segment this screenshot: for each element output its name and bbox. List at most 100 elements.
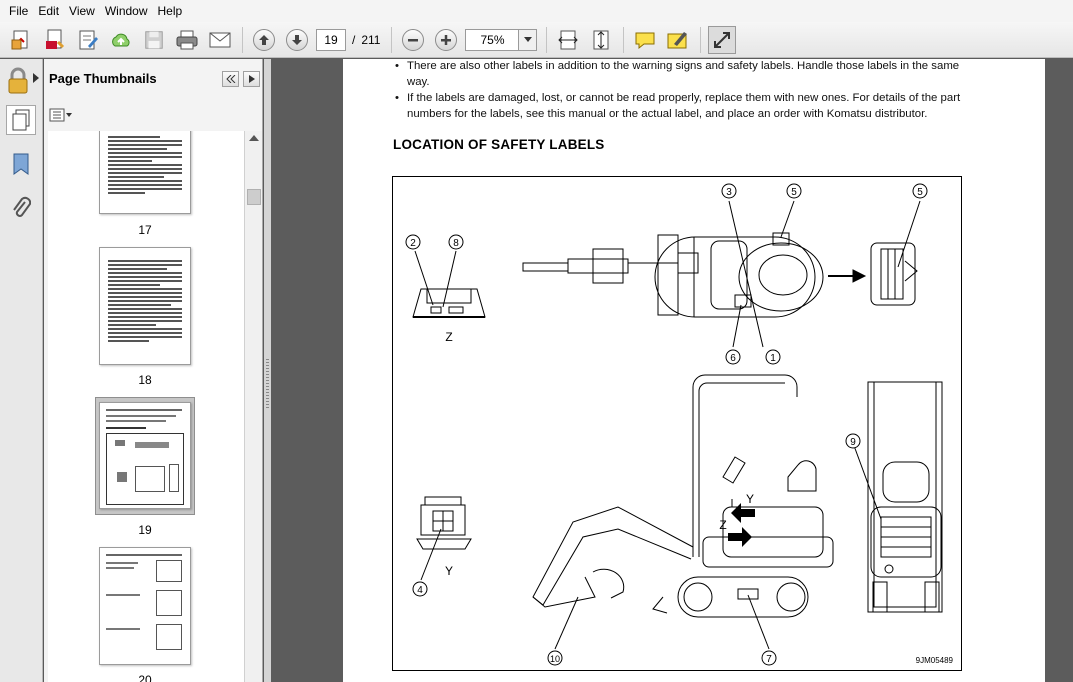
email-button[interactable] (206, 26, 234, 54)
excavator-drawing: 3 5 5 2 8 6 1 4 9 10 7 Z Y Y Z (405, 183, 943, 666)
bullet-line: There are also other labels in addition … (407, 60, 960, 72)
menu-window[interactable]: Window (104, 4, 148, 18)
thumbnail-label: 19 (138, 523, 152, 537)
menu-edit[interactable]: Edit (38, 4, 60, 18)
bookmark-icon (13, 153, 29, 175)
toolbar-separator (700, 26, 702, 53)
security-lock-icon[interactable] (6, 67, 30, 98)
minus-icon (408, 38, 419, 41)
form-edit-icon (79, 30, 98, 49)
callout-2: 2 (410, 238, 416, 249)
y-view-drawing (416, 496, 472, 550)
safety-labels-figure: 3 5 5 2 8 6 1 4 9 10 7 Z Y Y Z (392, 176, 962, 671)
thumbnail-label: 17 (138, 223, 152, 237)
side-view-drawing (532, 374, 834, 618)
panel-menu-button[interactable] (243, 71, 260, 87)
next-page-button[interactable] (283, 26, 311, 54)
bullet-dot: • (395, 92, 399, 104)
callout-6: 6 (730, 353, 736, 364)
zoom-in-button[interactable] (432, 26, 460, 54)
document-view[interactable]: • There are also other labels in additio… (271, 59, 1073, 682)
zoom-out-button[interactable] (399, 26, 427, 54)
print-button[interactable] (173, 26, 201, 54)
toolbar-separator (623, 26, 625, 53)
callout-9: 9 (850, 437, 856, 448)
form-button[interactable] (74, 26, 102, 54)
full-screen-button[interactable] (708, 25, 737, 54)
chevron-down-icon (523, 37, 532, 42)
edit-pdf-button[interactable] (41, 26, 69, 54)
toolbar-separator (546, 26, 548, 53)
bullet-line: way. (407, 76, 430, 88)
bookmarks-tab[interactable] (6, 149, 36, 179)
menu-view[interactable]: View (69, 4, 95, 18)
bullet-line: If the labels are damaged, lost, or cann… (407, 92, 961, 104)
zoom-dropdown-button[interactable] (518, 29, 537, 50)
thumbnail-page-selected[interactable] (99, 402, 191, 509)
view-label-y: Y (445, 564, 453, 578)
thumbnail-scrollbar[interactable] (244, 131, 262, 682)
create-pdf-icon (11, 30, 28, 49)
thumbnail-page[interactable] (99, 131, 191, 214)
collapse-panel-button[interactable] (222, 71, 239, 87)
previous-page-button[interactable] (250, 26, 278, 54)
callout-5: 5 (791, 187, 797, 198)
fit-width-button[interactable] (554, 26, 582, 54)
menu-help[interactable]: Help (157, 4, 183, 18)
save-icon (145, 30, 163, 49)
callout-7: 7 (766, 654, 772, 665)
arrow-label-y: Y (746, 492, 754, 506)
expand-icon (714, 31, 731, 48)
menu-file[interactable]: File (9, 4, 29, 18)
zoom-select[interactable]: 75% (465, 28, 538, 51)
panel-splitter[interactable] (264, 59, 271, 682)
options-list-icon (49, 108, 72, 122)
comment-icon (635, 32, 655, 49)
bullet-dot: • (395, 60, 399, 72)
figure-code: 9JM05489 (915, 656, 953, 665)
callout-4: 4 (417, 585, 423, 596)
page-thumbnails-tab[interactable] (6, 105, 36, 135)
thumbnail-options-bar (44, 103, 263, 131)
bullet-line: numbers for the labels, see this manual … (407, 108, 928, 120)
comment-button[interactable] (631, 26, 659, 54)
thumbnail-page[interactable] (99, 547, 191, 665)
thumbnail-page[interactable] (99, 247, 191, 365)
zoom-value: 75% (480, 32, 505, 47)
scroll-up-arrow-icon[interactable] (249, 135, 259, 141)
fit-page-button[interactable] (587, 26, 615, 54)
highlight-button[interactable] (664, 26, 692, 54)
toolbar-separator (242, 26, 243, 53)
scrollbar-thumb[interactable] (247, 189, 261, 205)
toolbar-separator (391, 26, 393, 53)
callout-8: 8 (453, 238, 459, 249)
thumbnail-options-button[interactable] (49, 108, 73, 125)
callout-5: 5 (917, 187, 923, 198)
page-separator: / (352, 32, 356, 47)
chevron-right-icon (248, 75, 255, 83)
save-button[interactable] (140, 26, 168, 54)
view-label-z: Z (445, 330, 452, 344)
highlight-pen-icon (667, 31, 688, 48)
panel-header: Page Thumbnails (44, 59, 262, 97)
attachments-tab[interactable] (6, 193, 36, 223)
pdf-file-icon (46, 29, 65, 49)
plus-icon (441, 34, 452, 45)
fit-page-icon (593, 30, 609, 49)
callout-3: 3 (726, 187, 732, 198)
arrow-label-z: Z (719, 518, 726, 532)
printer-icon (176, 30, 198, 49)
section-title: LOCATION OF SAFETY LABELS (393, 137, 605, 152)
thumbnail-list[interactable]: 17 18 19 (48, 131, 244, 682)
page-total: 211 (361, 32, 381, 47)
upload-button[interactable] (107, 26, 135, 54)
splitter-grip[interactable] (266, 359, 269, 409)
engine-detail (870, 242, 918, 306)
expand-arrow-icon[interactable] (33, 73, 39, 83)
paperclip-icon (13, 196, 31, 217)
create-pdf-button[interactable] (8, 26, 36, 54)
menu-bar: File Edit View Window Help (0, 0, 1073, 22)
page-number-input[interactable] (316, 28, 346, 51)
toolbar: / 211 75% (0, 22, 1073, 58)
pages-icon (12, 109, 30, 131)
